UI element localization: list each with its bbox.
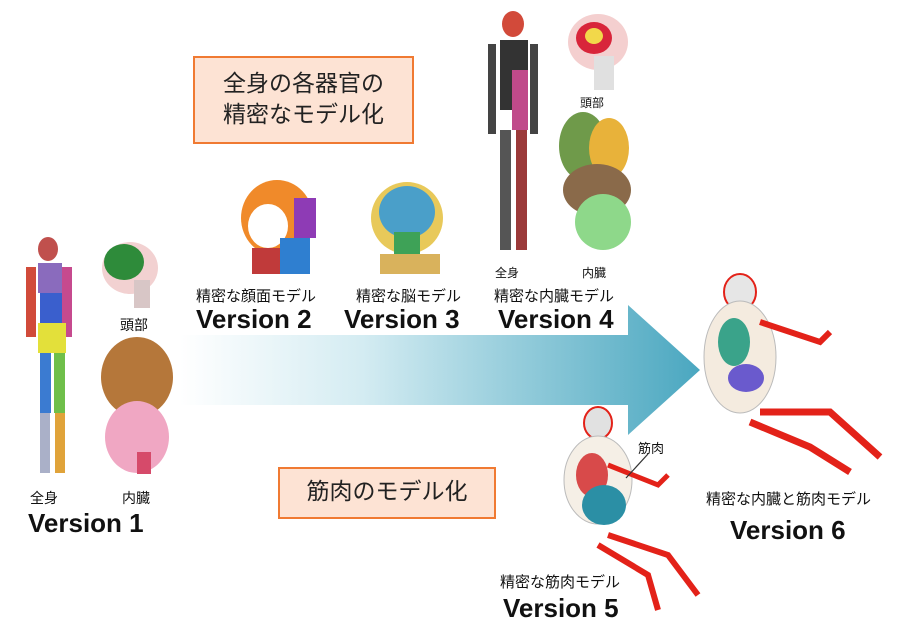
v2-face-figure [241,180,316,274]
v2-version-label: Version 2 [196,304,312,334]
organs-box-line1: 全身の各器官の [223,70,384,97]
v4-organs-figure [559,112,631,250]
organs-box-line2: 精密なモデル化 [223,102,384,128]
v1-organs-figure [101,337,173,474]
v5-muscle-figure [563,406,701,611]
v3-caption: 精密な脳モデル [356,287,462,305]
v6-version-label: Version 6 [730,515,846,545]
v1-whole-body-figure [26,237,72,473]
v4-whole-body-label: 全身 [495,266,520,280]
muscle-modeling-box: 筋肉のモデル化 [278,467,496,519]
v4-caption: 精密な内臓モデル [494,287,615,305]
v1-head-label: 頭部 [120,318,148,334]
organs-modeling-box: 全身の各器官の 精密なモデル化 [193,56,414,144]
v3-version-label: Version 3 [344,304,460,334]
v4-head-figure [568,14,628,90]
v4-organs-label: 内臓 [582,266,607,280]
v4-whole-body-figure [488,11,538,250]
v6-caption: 精密な内臓と筋肉モデル [706,490,872,508]
v5-muscle-pointer [625,453,649,479]
v5-muscle-label: 筋肉 [638,442,665,457]
v2-caption: 精密な顔面モデル [196,287,317,305]
muscle-box-text: 筋肉のモデル化 [306,479,468,506]
v1-head-figure [102,242,158,308]
v5-version-label: Version 5 [503,593,619,623]
v3-brain-figure [371,182,443,274]
v1-version-label: Version 1 [28,508,144,538]
v4-version-label: Version 4 [498,304,614,334]
v5-caption: 精密な筋肉モデル [500,573,621,591]
v6-organs-muscle-figure [703,273,883,475]
v1-whole-body-label: 全身 [30,491,58,507]
v4-head-label: 頭部 [580,96,605,110]
v1-organs-label: 内臓 [122,491,150,507]
